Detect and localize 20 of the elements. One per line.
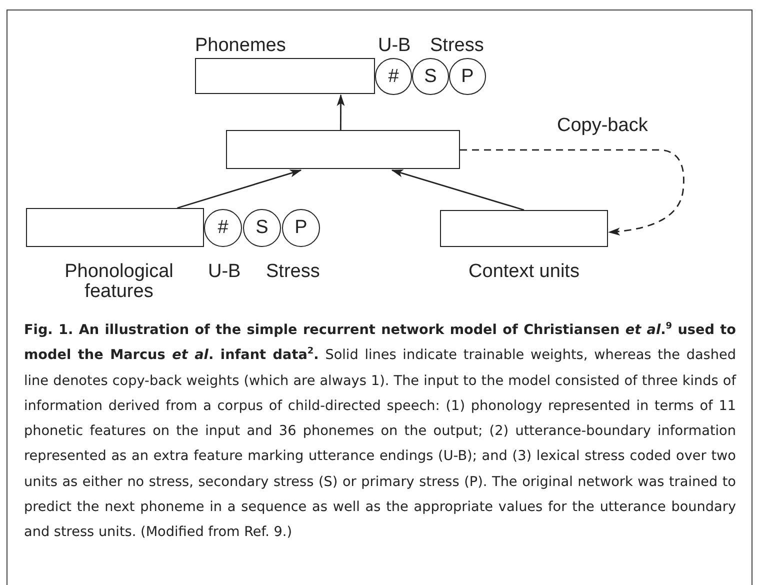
layer-label: Phonological features (64, 262, 174, 302)
unit-circle: P (282, 209, 320, 247)
unit-label: Stress (266, 262, 320, 282)
edge-label: Copy-back (555, 116, 650, 136)
layer-label: Phonemes (195, 36, 285, 56)
unit-label: Stress (430, 36, 484, 56)
arrow (177, 170, 302, 209)
hidden-layer-box (226, 130, 460, 169)
unit-label: U-B (208, 262, 241, 282)
layer-label: Context units (468, 262, 580, 282)
unit-circle: P (449, 58, 486, 95)
dashed-arrow (460, 149, 684, 236)
unit-circle: # (375, 58, 412, 95)
arrow (391, 170, 524, 211)
figure-caption: Fig. 1. An illustration of the simple recurrent network model of Christiansen et al.$^{9}$ used to model the Marcus et al. infant data$^{2}$. Solid lines indicate trainable weights, whereas the dashed line denotes copy-back weights (which are always 1). The input to the model consisted of three kinds of information derived from a corpus of child-directed speech: (1) phonology represented in terms of 11 phonetic features on the input and 36 phonemes on the output; (2) utterance-boundary information represented as an extra feature marking utterance endings (U-B); and (3) lexical stress coded over two units as either no stress, secondary stress (S) or primary stress (P). The original network was trained to predict the next phoneme in a sequence as well as the appropriate values for the utterance boundary and stress units. (Modified from Ref. 9.) (24, 320, 736, 542)
unit-circle: S (243, 209, 281, 247)
unit-circle: S (412, 58, 449, 95)
unit-circle: # (204, 209, 242, 247)
arrow (336, 94, 345, 130)
unit-label: U-B (378, 36, 411, 56)
